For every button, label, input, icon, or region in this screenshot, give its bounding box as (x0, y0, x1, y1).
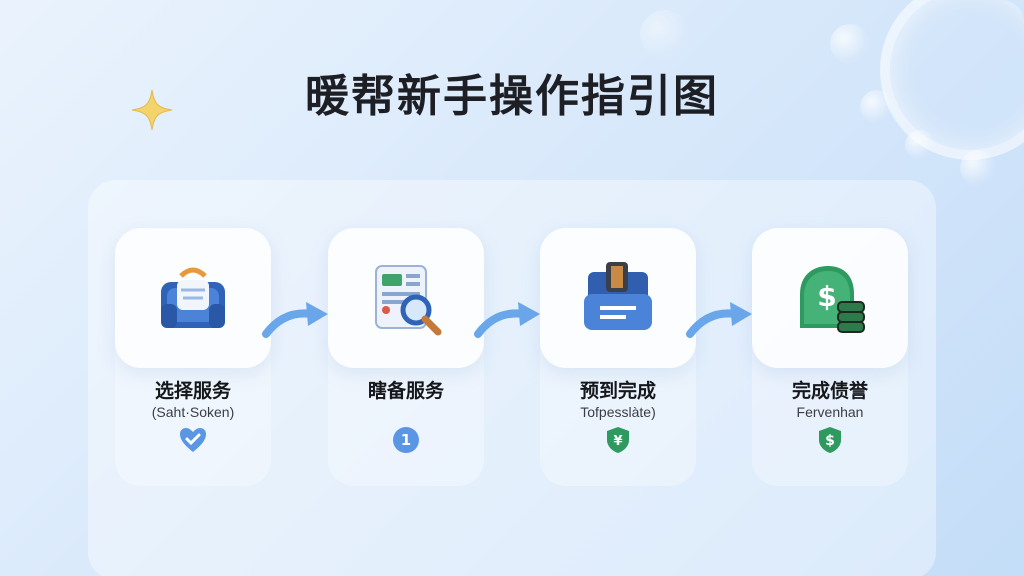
step-sublabel: Fervenhan (796, 404, 864, 420)
decorative-bubble (640, 10, 690, 60)
step-icon-card: $ (752, 228, 908, 368)
arrow-right-icon (262, 302, 328, 338)
step-select-service[interactable]: 选择服务 (Saht·Soken) (115, 228, 271, 486)
step-icon-card (115, 228, 271, 368)
page-title: 暖帮新手操作指引图 (305, 71, 719, 122)
decorative-bubble (905, 130, 935, 160)
step-label: 预到完成 (579, 380, 656, 402)
shield-dollar-icon: $ (819, 427, 841, 453)
shield-dollar-icon: ¥ (607, 427, 629, 453)
step-arrive-complete[interactable]: 预到完成 Tofpesslàte) ¥ (540, 228, 696, 486)
badge-text: ¥ (613, 434, 622, 449)
service-bag-icon (161, 267, 225, 328)
check-heart-icon (180, 428, 206, 452)
badge-text: $ (825, 433, 835, 449)
decorative-ring (880, 0, 1024, 160)
step-label: 选择服务 (154, 380, 231, 402)
arrow-right-icon (686, 302, 752, 338)
decorative-bubble (860, 90, 894, 124)
sparkle-icon (131, 89, 173, 131)
number-one-icon: 1 (393, 427, 419, 453)
money-bag-icon: $ (800, 266, 865, 333)
arrow-right-icon (474, 302, 540, 338)
step-sublabel: (Saht·Soken) (151, 404, 235, 420)
decorative-bubble (960, 150, 996, 186)
step-complete-credit[interactable]: $ 完成债誉 Fervenhan $ (752, 228, 908, 486)
step-label: 完成债誉 (791, 380, 868, 402)
badge-text: 1 (401, 431, 411, 449)
step-label: 瞎备服务 (367, 380, 444, 402)
suitcase-card-icon (584, 262, 652, 330)
svg-text:$: $ (817, 280, 836, 313)
step-icon-card (540, 228, 696, 368)
step-icon-card (328, 228, 484, 368)
step-prepare-service[interactable]: 瞎备服务 1 (328, 228, 484, 486)
document-search-icon (375, 265, 442, 336)
decorative-bubble (830, 24, 870, 64)
step-sublabel: Tofpesslàte) (580, 404, 656, 420)
